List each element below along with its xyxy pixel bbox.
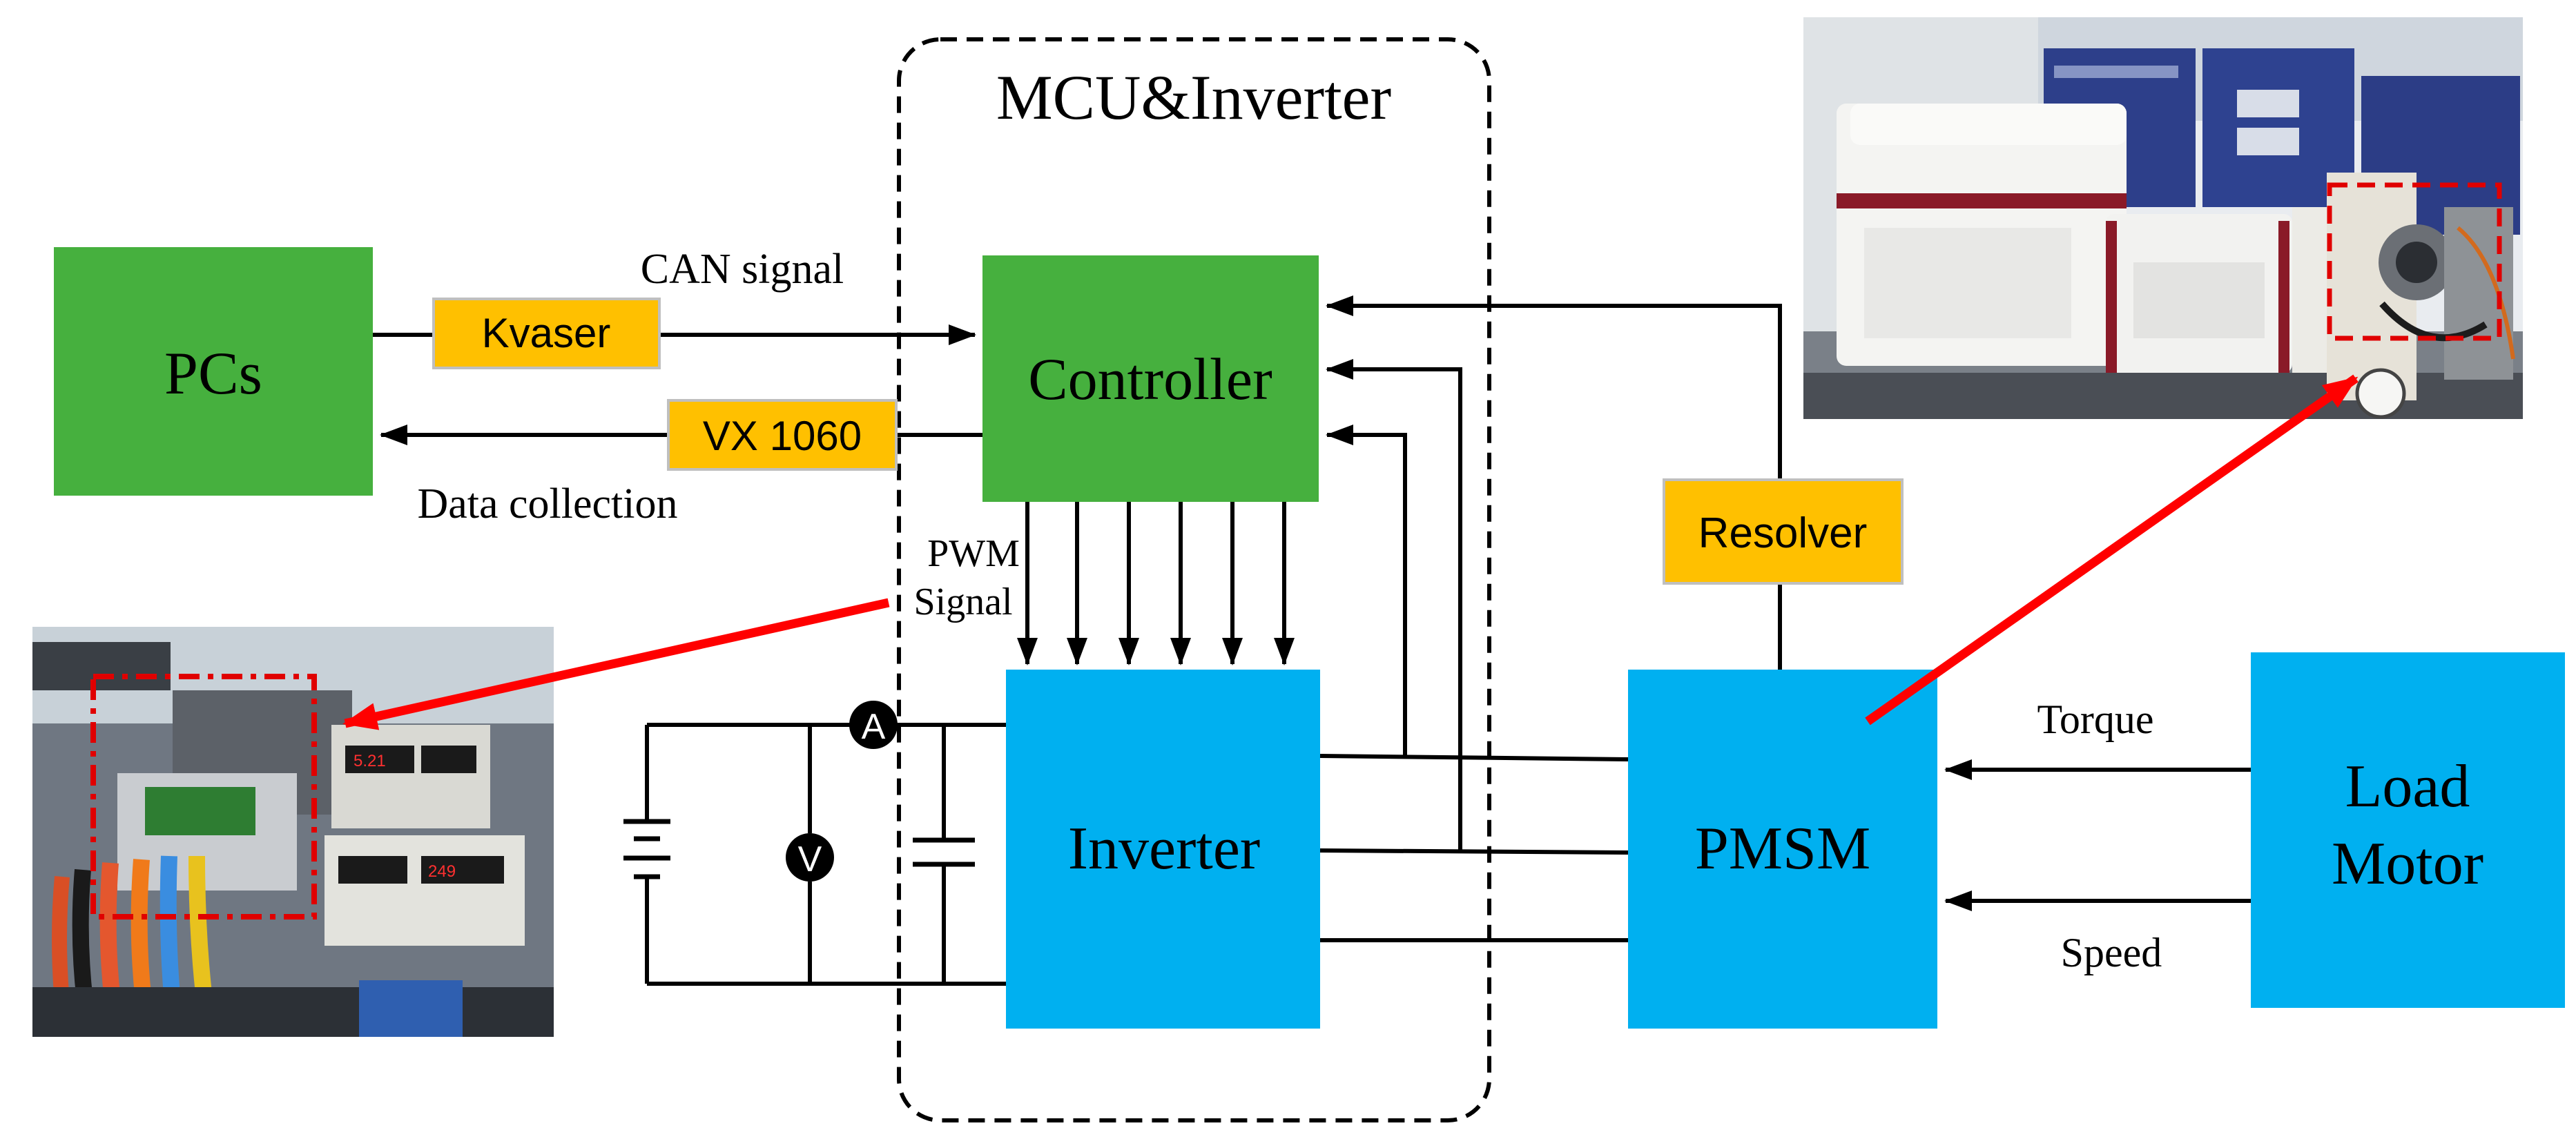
test-bench-photo xyxy=(1803,17,2523,419)
pwm-signal-arrows xyxy=(1017,502,1295,665)
dc-supply-circuit: V A xyxy=(623,701,1006,986)
battery-symbol xyxy=(623,819,670,879)
ammeter: A xyxy=(849,701,898,749)
data-collection-label: Data collection xyxy=(418,480,678,527)
current-feedback-arrow-2 xyxy=(1326,425,1407,756)
bench-highlight-box xyxy=(2327,182,2502,341)
inverter-block xyxy=(1006,670,1320,1029)
voltmeter: V xyxy=(786,833,834,882)
pwm-label-line2: Signal xyxy=(913,581,1012,623)
resolver-tag xyxy=(1663,478,1904,585)
speed-label: Speed xyxy=(2061,930,2162,975)
ammeter-symbol: A xyxy=(862,707,886,747)
kvaser-tag xyxy=(432,298,661,369)
can-signal-label: CAN signal xyxy=(641,246,844,293)
inverter-label: Inverter xyxy=(1068,815,1260,882)
torque-label: Torque xyxy=(2037,697,2153,742)
inverter-highlight-box xyxy=(90,674,317,920)
phase-line-2 xyxy=(1319,848,1629,855)
resolver-label: Resolver xyxy=(1698,509,1868,557)
mcu-inverter-group xyxy=(897,37,1491,1122)
load-motor-label-line1: Load xyxy=(2345,753,2470,820)
load-motor-block xyxy=(2251,652,2565,1008)
svg-text:5.21: 5.21 xyxy=(354,752,386,770)
pwm-label-line1: PWM xyxy=(927,532,1020,575)
vx1060-label: VX 1060 xyxy=(703,413,862,459)
controller-block xyxy=(982,255,1319,502)
three-phase-lines xyxy=(1319,754,1629,942)
bench-photo-callout-arrow xyxy=(1865,374,2359,726)
kvaser-label: Kvaser xyxy=(482,310,611,356)
voltmeter-symbol: V xyxy=(798,839,822,879)
capacitor-symbol xyxy=(913,837,975,867)
pcs-block xyxy=(54,247,373,496)
pmsm-block xyxy=(1628,670,1937,1029)
group-title: MCU&Inverter xyxy=(996,62,1391,133)
phase-line-1 xyxy=(1319,754,1629,761)
inverter-bench-photo: 5.21 249 xyxy=(32,627,554,1037)
svg-text:249: 249 xyxy=(428,862,456,881)
pmsm-label: PMSM xyxy=(1695,815,1870,882)
inverter-photo-callout-arrow xyxy=(342,598,890,730)
vx1060-tag xyxy=(667,399,898,471)
controller-label: Controller xyxy=(1028,346,1272,412)
load-motor-label-line2: Motor xyxy=(2332,830,2483,897)
current-feedback-arrow-1 xyxy=(1326,359,1462,850)
pcs-label: PCs xyxy=(164,340,262,407)
